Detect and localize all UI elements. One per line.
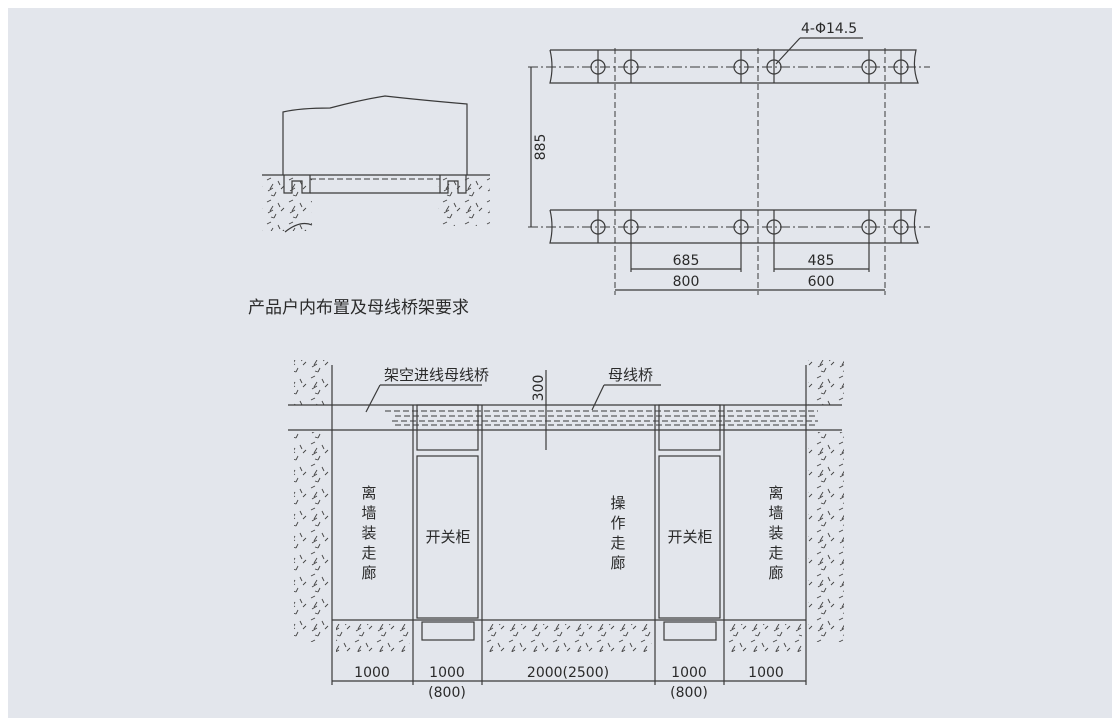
svg-text:装: 装 [361,524,376,542]
bolt-hole [766,59,782,75]
dim-left-corridor: 1000 [354,665,390,681]
svg-text:装: 装 [768,524,783,542]
bolt-hole [623,219,639,235]
dim-800: 800 [673,274,700,290]
svg-text:墙: 墙 [768,504,783,522]
section-sketch [262,95,490,233]
dim-right-corridor: 1000 [748,665,784,681]
svg-text:墙: 墙 [361,504,376,522]
svg-text:操: 操 [610,494,625,512]
dim-operation-corridor: 2000(2500) [527,665,609,681]
bolt-hole [766,219,782,235]
bolt-hole [733,219,749,235]
bolt-hole [893,219,909,235]
dim-right-cabinet: 1000 [671,665,707,681]
dim-300: 300 [531,375,547,402]
bolt-hole [590,59,606,75]
svg-text:离: 离 [361,484,376,502]
hole-spec-label: 4-Φ14.5 [801,21,857,37]
svg-text:走: 走 [768,544,783,562]
right-switchgear-label: 开关柜 [667,528,712,546]
svg-text:廊: 廊 [610,554,625,572]
svg-text:离: 离 [768,484,783,502]
dim-885: 885 [533,134,549,161]
svg-text:廊: 廊 [361,564,376,582]
bolt-hole [733,59,749,75]
dim-600: 600 [808,274,835,290]
left-corridor-label: 离 墙 装 走 廊 [361,484,376,582]
bolt-hole [590,219,606,235]
bolt-hole [893,59,909,75]
dim-485: 485 [808,253,835,269]
busbar-bridge-label: 母线桥 [608,366,653,384]
dim-685: 685 [673,253,700,269]
right-corridor-label: 离 墙 装 走 廊 [768,484,783,582]
svg-text:走: 走 [361,544,376,562]
svg-text:廊: 廊 [768,564,783,582]
base-plan: 885 685 485 800 600 4-Φ14.5 [528,21,930,295]
room-layout: 300 架空进线母线桥 母线桥 离 墙 装 走 廊 开关柜 开关柜 操 作 走 … [288,360,844,701]
left-switchgear-label: 开关柜 [425,528,470,546]
bolt-hole [861,219,877,235]
bolt-hole [623,59,639,75]
drawing-title: 产品户内布置及母线桥架要求 [248,298,469,318]
operation-corridor-label: 操 作 走 廊 [610,494,625,572]
dim-left-cabinet: 1000 [429,665,465,681]
svg-text:作: 作 [610,514,625,532]
dim-left-cabinet-alt: (800) [428,685,466,701]
dim-right-cabinet-alt: (800) [670,685,708,701]
overhead-bridge-label: 架空进线母线桥 [384,366,489,384]
bolt-hole [861,59,877,75]
svg-text:走: 走 [610,534,625,552]
panel-background [8,8,1112,718]
